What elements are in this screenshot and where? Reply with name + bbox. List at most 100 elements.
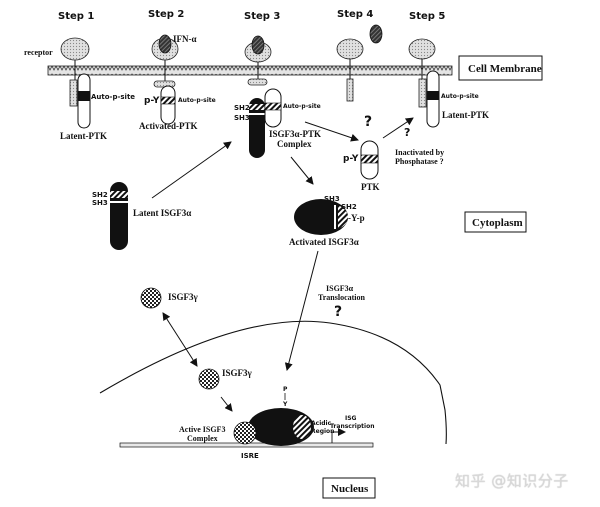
translocation-label-line1: ISGF3α bbox=[326, 284, 354, 293]
y-p-label: -Y-p bbox=[348, 213, 365, 223]
step-3-title: Step 3 bbox=[244, 11, 280, 22]
nucleus-label: Nucleus bbox=[331, 483, 369, 495]
auto-p-site-hatched bbox=[160, 96, 176, 105]
ifn-alpha-ligand bbox=[158, 34, 172, 54]
isg-label-line2: Transcription bbox=[330, 423, 374, 430]
step-5-title: Step 5 bbox=[409, 11, 445, 22]
cell-membrane bbox=[47, 65, 453, 76]
isg-label-line1: ISG bbox=[345, 415, 357, 422]
receptor-tail bbox=[418, 78, 427, 108]
y-label: Y bbox=[282, 401, 288, 408]
step-5-group: Auto-p-site Latent-PTK bbox=[408, 38, 489, 128]
receptor-tail-active bbox=[153, 80, 176, 88]
acidic-label-line1: Acidic bbox=[311, 420, 332, 427]
inactivated-label-line1: Inactivated by bbox=[395, 148, 444, 157]
auto-p-site-hatched bbox=[264, 102, 282, 111]
isgf3g-label-2: ISGF3γ bbox=[222, 368, 253, 378]
sh2-domain bbox=[249, 104, 265, 110]
arrow-isgf3g-to-complex bbox=[220, 396, 233, 412]
ifn-alpha-label: IFN-α bbox=[173, 34, 197, 44]
ifn-alpha-ligand bbox=[251, 35, 265, 55]
arrow-translocation bbox=[284, 250, 319, 371]
sh2-domain bbox=[110, 191, 128, 198]
auto-p-site-label-3: Auto-p-site bbox=[283, 103, 321, 110]
auto-p-site-block bbox=[427, 91, 439, 100]
latent-ptk-label-1: Latent-PTK bbox=[60, 131, 107, 141]
acidic-region-domain bbox=[293, 415, 311, 439]
activated-isgf3a-group: SH3 SH2 -Y-p Activated ISGF3α bbox=[289, 195, 365, 247]
receptor-tail-active bbox=[247, 78, 268, 86]
p-y-label-2: p-Y bbox=[343, 154, 359, 164]
isgf3g-label-1: ISGF3γ bbox=[168, 292, 199, 302]
nuclear-envelope bbox=[99, 320, 447, 445]
complex-label-line2: Complex bbox=[277, 139, 312, 149]
question-mark-ptk-release: ? bbox=[364, 114, 372, 130]
arrow-isgf3g-shuttle bbox=[162, 312, 198, 367]
sh2-label-2: SH2 bbox=[92, 191, 108, 199]
auto-p-site-label-5: Auto-p-site bbox=[441, 93, 479, 100]
sh2-label-1: SH2 bbox=[234, 104, 250, 112]
active-complex-label-line1: Active ISGF3 bbox=[179, 425, 225, 434]
arrow-ptk-to-latent bbox=[382, 117, 414, 139]
step-4-group bbox=[336, 24, 383, 102]
step-1-title: Step 1 bbox=[58, 11, 94, 22]
latent-isgf3a-body bbox=[110, 182, 128, 250]
arrow-complex-to-ptk bbox=[304, 121, 359, 142]
latent-ptk-label-5: Latent-PTK bbox=[442, 110, 489, 120]
activated-isgf3a-label: Activated ISGF3α bbox=[289, 237, 359, 247]
activated-ptk-capsule bbox=[160, 85, 176, 125]
step-3-group: SH2 SH3 Auto-p-site ISGF3α-PTK Complex bbox=[234, 35, 321, 158]
sh3-stripe bbox=[334, 205, 336, 229]
latent-isgf3a-label: Latent ISGF3α bbox=[133, 208, 191, 218]
p-y-label-1: p-Y bbox=[144, 96, 160, 106]
receptor-ellipse bbox=[336, 38, 364, 60]
acidic-label-line2: Region bbox=[311, 428, 334, 435]
complex-label-line1: ISGF3α-PTK bbox=[269, 129, 321, 139]
step-2-group: IFN-α p-Y Auto-p-site Activated-PTK bbox=[139, 34, 216, 131]
sh3-label-2: SH3 bbox=[92, 199, 108, 207]
sh3-domain bbox=[249, 113, 265, 115]
arrow-latent-to-complex bbox=[151, 141, 232, 199]
auto-p-site-hatched bbox=[360, 154, 379, 164]
cell-membrane-label: Cell Membrane bbox=[468, 63, 542, 75]
question-mark-inactivation: ? bbox=[404, 126, 410, 139]
cytoplasm-label: Cytoplasm bbox=[472, 217, 523, 229]
latent-isgf3a-group: SH2 SH3 Latent ISGF3α bbox=[92, 182, 191, 250]
sh2-domain bbox=[338, 205, 348, 229]
sh3-label-1: SH3 bbox=[234, 114, 250, 122]
sh2-label-3: SH2 bbox=[341, 203, 357, 211]
isgf3g-nucleus bbox=[198, 368, 220, 390]
step-4-title: Step 4 bbox=[337, 9, 373, 20]
arrow-complex-to-activated bbox=[290, 156, 314, 185]
p-label: P bbox=[283, 386, 288, 393]
sh3-label-3: SH3 bbox=[324, 195, 340, 203]
activated-ptk-label: Activated-PTK bbox=[139, 121, 198, 131]
receptor-label: receptor bbox=[24, 48, 53, 57]
inactivated-label-line2: Phosphatase ? bbox=[395, 157, 444, 166]
ptk-label: PTK bbox=[361, 182, 380, 192]
watermark: 知乎 @知识分子 bbox=[455, 472, 569, 490]
sh3-domain bbox=[110, 201, 128, 203]
auto-p-site-label-2: Auto-p-site bbox=[178, 97, 216, 104]
receptor-ellipse bbox=[60, 37, 90, 61]
cytoplasm-label-box bbox=[464, 211, 527, 233]
step-2-title: Step 2 bbox=[148, 9, 184, 20]
step-1-group: receptor Auto-p-site Latent-PTK bbox=[24, 37, 135, 141]
translocation-label-line2: Translocation bbox=[318, 293, 366, 302]
active-complex-label-line2: Complex bbox=[187, 434, 218, 443]
question-mark-translocation: ? bbox=[334, 304, 342, 320]
free-ptk-group: p-Y PTK Inactivated by Phosphatase ? bbox=[343, 140, 444, 192]
ifn-alpha-released bbox=[369, 24, 383, 44]
isgf3g-cytoplasm bbox=[140, 287, 162, 309]
receptor-tail bbox=[346, 78, 354, 102]
receptor-ellipse bbox=[408, 38, 436, 60]
transcription-start-arrow bbox=[331, 428, 346, 443]
isre-label: ISRE bbox=[241, 452, 259, 460]
cell-membrane-label-box bbox=[458, 55, 543, 81]
auto-p-site-label-1: Auto-p-site bbox=[91, 93, 135, 101]
receptor-tail bbox=[69, 79, 78, 107]
auto-p-site-block bbox=[78, 91, 90, 101]
active-isgf3g bbox=[233, 421, 257, 445]
nucleus-label-box bbox=[322, 477, 376, 499]
